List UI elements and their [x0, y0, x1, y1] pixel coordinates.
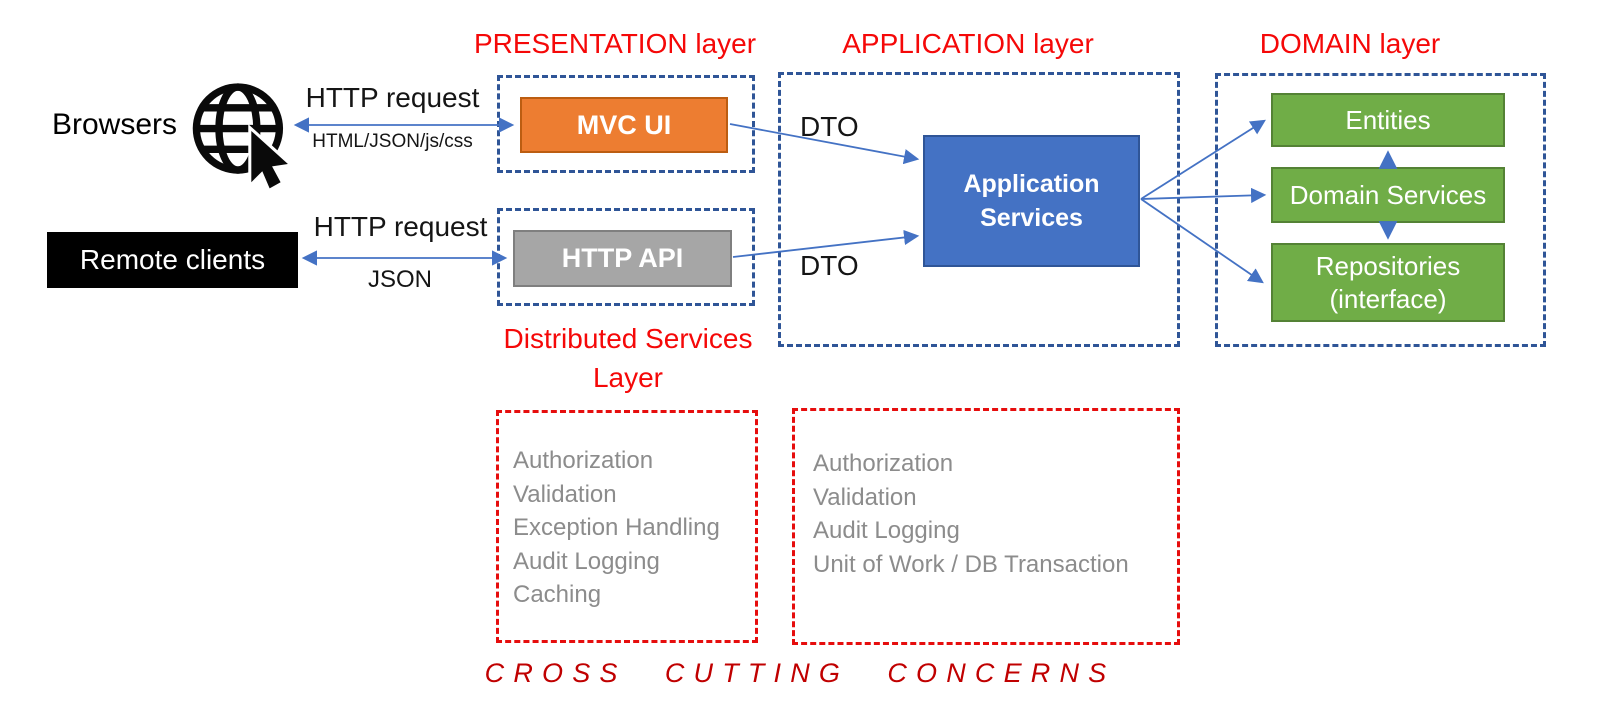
list-item: Validation: [813, 483, 917, 511]
browsers-http-request-label: HTTP request: [305, 82, 480, 113]
application-layer-label: APPLICATION layer: [842, 28, 1094, 59]
list-item: Validation: [513, 480, 617, 508]
repositories-line2: (interface): [1329, 283, 1447, 314]
distributed-services-line1: Distributed Services: [503, 323, 753, 354]
list-item: Unit of Work / DB Transaction: [813, 550, 1129, 578]
list-item: Caching: [513, 581, 602, 608]
browsers-payload-label: HTML/JSON/js/css: [312, 131, 473, 152]
distributed-services-line2: Layer: [592, 362, 664, 393]
list-item: Authorization: [513, 447, 654, 474]
list-item: Authorization: [813, 450, 954, 477]
remote-http-request-label: HTTP request: [313, 211, 488, 242]
dto-bottom-label: DTO: [800, 250, 859, 281]
application-services-line1: Application: [963, 170, 1100, 198]
remote-payload-label: JSON: [367, 266, 432, 293]
cross-cutting-application-list: Authorization Validation Audit Logging U…: [813, 447, 1129, 581]
mvc-ui-box: MVC UI: [520, 97, 728, 153]
repositories-line1: Repositories: [1315, 250, 1461, 281]
cross-cutting-presentation-list: Authorization Validation Exception Handl…: [513, 444, 720, 612]
dto-top-label: DTO: [800, 111, 859, 142]
distributed-services-layer-label: Distributed Services Layer: [468, 319, 788, 397]
browsers-label: Browsers: [52, 108, 178, 141]
cursor-icon-fill: [251, 131, 288, 189]
application-services-line2: Services: [980, 204, 1083, 232]
remote-clients-box: Remote clients: [47, 232, 298, 288]
globe-icon: [183, 70, 305, 193]
list-item: Exception Handling: [513, 514, 720, 541]
domain-services-box: Domain Services: [1271, 167, 1505, 223]
http-api-box: HTTP API: [513, 230, 732, 287]
list-item: Audit Logging: [813, 517, 960, 544]
entities-box: Entities: [1271, 93, 1505, 147]
application-services-box: Application Services: [923, 135, 1140, 267]
cross-cutting-application-box: [792, 408, 1180, 645]
repositories-box: Repositories (interface): [1271, 243, 1505, 322]
presentation-layer-label: PRESENTATION layer: [473, 28, 757, 59]
domain-layer-label: DOMAIN layer: [1259, 28, 1441, 59]
cross-cutting-concerns-caption: CROSS CUTTING CONCERNS: [484, 658, 1116, 688]
cross-cutting-presentation-box: [496, 410, 758, 643]
list-item: Audit Logging: [513, 547, 660, 575]
globe-icon-svg: [192, 83, 295, 193]
